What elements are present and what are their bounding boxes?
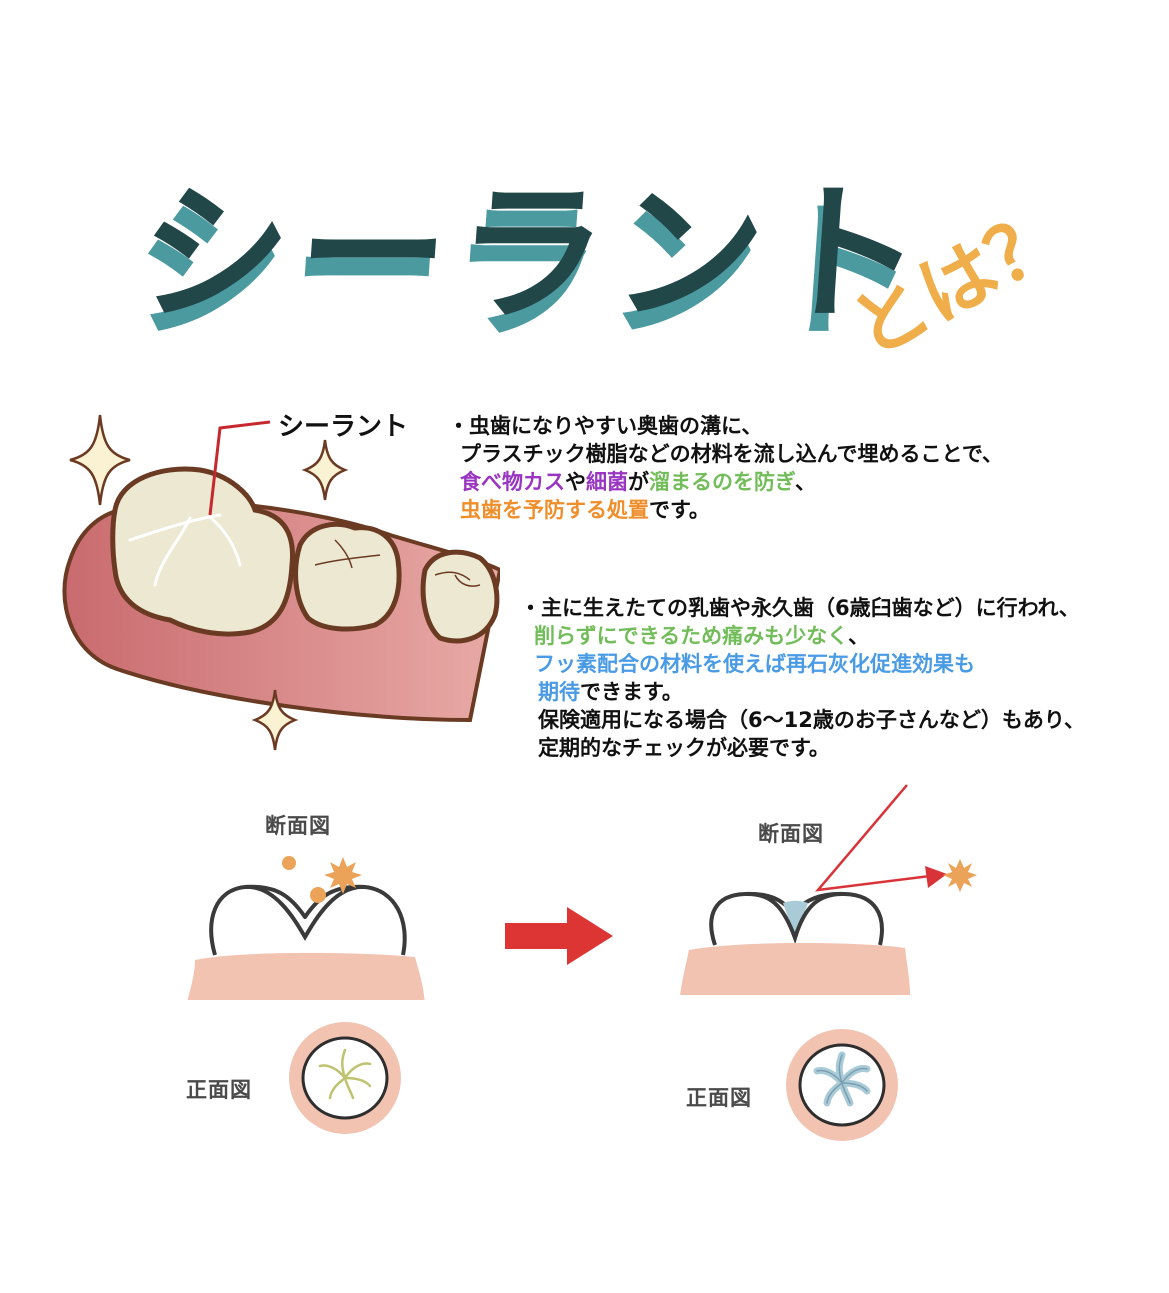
after-front-view-label: 正面図 xyxy=(686,1086,752,1110)
after-cross-section-diagram xyxy=(680,784,977,995)
gum-icon xyxy=(187,952,425,1000)
highlight-food-debris: 食べ物カス xyxy=(460,470,565,494)
text-segment: 、 xyxy=(848,624,870,648)
highlight-no-drilling: 削らずにできるため痛みも少なく xyxy=(534,624,849,648)
before-front-view-diagram xyxy=(289,1022,401,1134)
light-burst-icon xyxy=(943,859,977,892)
paragraph-1-line-1: ・虫歯になりやすい奥歯の溝に、 xyxy=(448,412,1003,440)
paragraph-2-line-3: フッ素配合の材料を使えば再石灰化促進効果も xyxy=(520,650,1085,678)
after-front-view-diagram xyxy=(786,1029,898,1141)
text-segment: 、 xyxy=(794,470,816,494)
fissure-icon xyxy=(318,1048,372,1100)
bacteria-burst-icon xyxy=(324,857,362,894)
paragraph-2-line-2: 削らずにできるため痛みも少なく、 xyxy=(520,622,1085,650)
text-segment: できます。 xyxy=(580,680,683,704)
description-paragraph-2: ・主に生えたての乳歯や永久歯（6歳臼歯など）に行われ、 削らずにできるため痛みも… xyxy=(520,594,1085,762)
page-title: シーラント シーラント xyxy=(128,160,960,360)
paragraph-1-line-3: 食べ物カスや細菌が溜まるのを防ぎ、 xyxy=(448,468,1003,496)
highlight-prevent-buildup: 溜まるのを防ぎ xyxy=(649,470,795,494)
text-segment: ・虫歯になりやすい奥歯の溝に、 xyxy=(448,414,763,438)
paragraph-1-line-4: 虫歯を予防する処置です。 xyxy=(448,496,1003,524)
paragraph-1-line-2: プラスチック樹脂などの材料を流し込んで埋めることで、 xyxy=(448,440,1003,468)
molar-tooth-icon xyxy=(110,466,500,644)
bacteria-icon xyxy=(310,887,326,903)
paragraph-2-line-4: 期待できます。 xyxy=(520,678,1085,706)
before-cross-section-diagram xyxy=(187,856,425,1000)
highlight-expected: 期待 xyxy=(538,680,580,704)
highlight-caries-prevention: 虫歯を予防する処置 xyxy=(460,498,649,522)
before-front-view-label: 正面図 xyxy=(186,1078,252,1102)
paragraph-2-line-6: 定期的なチェックが必要です。 xyxy=(520,734,1085,762)
text-segment: 保険適用になる場合（6〜12歳のお子さんなど）もあり、 xyxy=(538,708,1085,732)
text-segment: や xyxy=(565,470,586,494)
title-main: シーラント xyxy=(133,168,937,342)
callout-line-icon xyxy=(208,420,271,516)
text-segment: プラスチック樹脂などの材料を流し込んで埋めることで、 xyxy=(460,442,1004,466)
sparkle-icon xyxy=(69,414,349,751)
arrow-right-icon xyxy=(505,907,613,965)
molar-illustration xyxy=(62,414,500,751)
text-segment: ・主に生えたての乳歯や永久歯（6歳臼歯など）に行われ、 xyxy=(520,596,1080,620)
light-ray-icon xyxy=(814,784,947,892)
after-cross-section-label: 断面図 xyxy=(758,822,824,846)
paragraph-2-line-1: ・主に生えたての乳歯や永久歯（6歳臼歯など）に行われ、 xyxy=(520,594,1085,622)
text-segment: です。 xyxy=(649,498,710,522)
sealant-callout-label: シーラント xyxy=(278,412,409,442)
text-segment: 定期的なチェックが必要です。 xyxy=(538,736,830,760)
bacteria-icon xyxy=(282,856,296,870)
paragraph-2-line-5: 保険適用になる場合（6〜12歳のお子さんなど）もあり、 xyxy=(520,706,1085,734)
highlight-bacteria: 細菌 xyxy=(586,470,628,494)
description-paragraph-1: ・虫歯になりやすい奥歯の溝に、 プラスチック樹脂などの材料を流し込んで埋めること… xyxy=(448,412,1003,524)
text-segment: が xyxy=(628,470,649,494)
gum-icon xyxy=(680,943,910,995)
highlight-fluoride: フッ素配合の材料を使えば再石灰化促進効果も xyxy=(534,652,975,676)
before-cross-section-label: 断面図 xyxy=(265,814,331,838)
sealant-fill-icon xyxy=(783,900,808,938)
